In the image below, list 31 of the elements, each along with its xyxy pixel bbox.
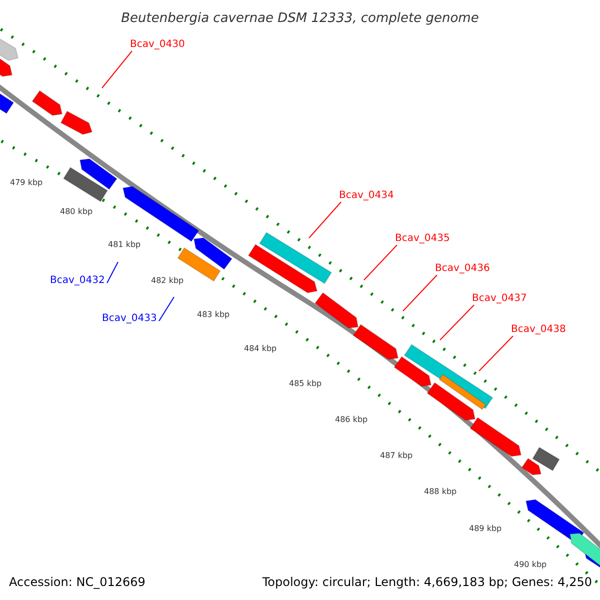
leader-line bbox=[440, 304, 474, 340]
title: Beutenbergia cavernae DSM 12333, complete genome bbox=[120, 10, 480, 28]
gene-label: Bcav_0437 bbox=[472, 293, 527, 305]
scale-tick-label: 481 kbp bbox=[108, 240, 141, 250]
gene-label: Bcav_0433 bbox=[102, 313, 157, 325]
gene-label: Bcav_0435 bbox=[395, 233, 450, 245]
scale-tick-label: 487 kbp bbox=[380, 451, 413, 461]
scale-tick-label: 483 kbp bbox=[197, 310, 230, 320]
gene-label: Bcav_0432 bbox=[50, 275, 105, 287]
accession-text: Accession: NC_012669 bbox=[9, 575, 146, 589]
scale-tick-label: 488 kbp bbox=[424, 487, 457, 497]
gene-label: Bcav_0434 bbox=[339, 190, 394, 202]
leader-line bbox=[102, 50, 132, 88]
scale-tick-label: 490 kbp bbox=[514, 560, 547, 570]
genome-info-text: Topology: circular; Length: 4,669,183 bp; Genes: 4,250 bbox=[262, 575, 592, 589]
scale-tick-label: 485 kbp bbox=[289, 379, 322, 389]
leader-line bbox=[364, 244, 398, 280]
scale-tick-label: 489 kbp bbox=[469, 524, 502, 534]
leader-line bbox=[158, 296, 174, 322]
leader-line bbox=[402, 274, 438, 312]
leader-line bbox=[308, 202, 342, 238]
gene-label: Bcav_0436 bbox=[435, 263, 490, 275]
scale-tick-label: 484 kbp bbox=[244, 344, 277, 354]
scale-tick-label: 482 kbp bbox=[151, 276, 184, 286]
gene-label: Bcav_0430 bbox=[130, 39, 185, 51]
gene-label: Bcav_0438 bbox=[511, 324, 566, 336]
leader-line bbox=[478, 336, 514, 372]
leader-line bbox=[106, 262, 118, 284]
scale-tick-label: 486 kbp bbox=[335, 415, 368, 425]
scale-tick-label: 479 kbp bbox=[10, 178, 43, 188]
scale-tick-label: 480 kbp bbox=[60, 207, 93, 217]
